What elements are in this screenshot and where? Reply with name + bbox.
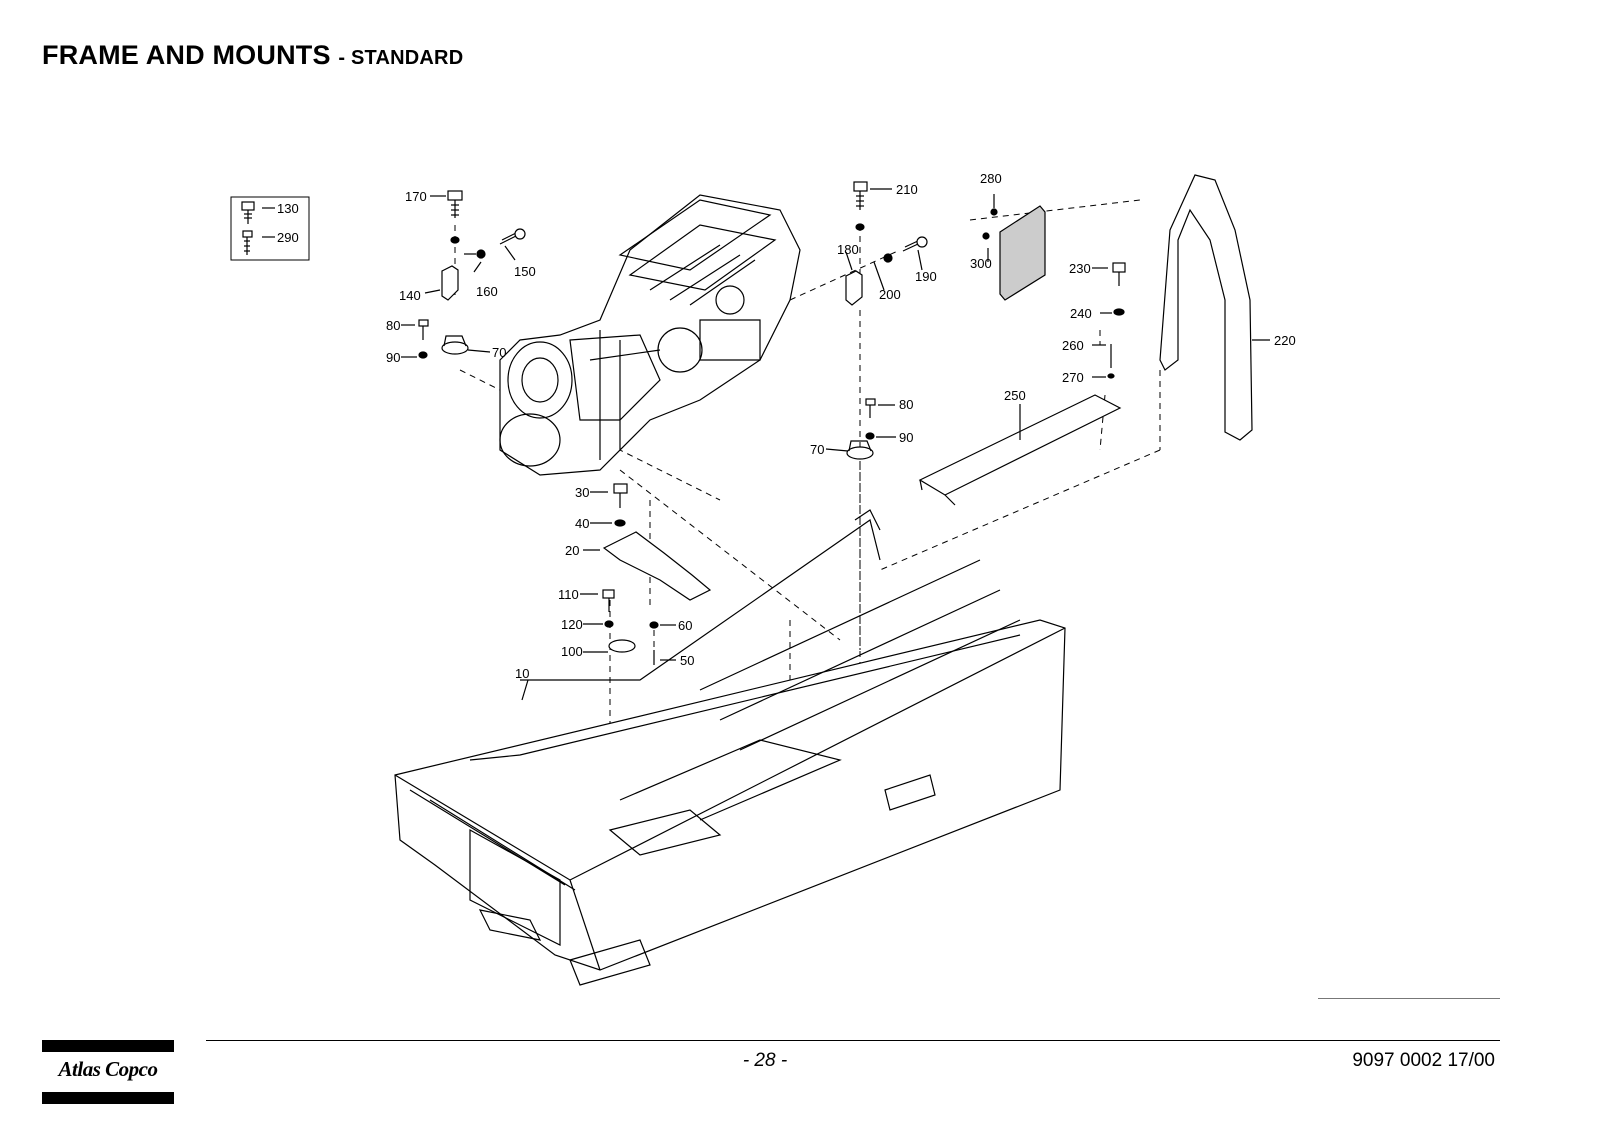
callout-70-right: 70: [810, 442, 824, 457]
callout-80-right: 80: [899, 397, 913, 412]
callout-230: 230: [1069, 261, 1091, 276]
callout-120: 120: [561, 617, 583, 632]
callout-50: 50: [680, 653, 694, 668]
callout-40: 40: [575, 516, 589, 531]
callout-160: 160: [476, 284, 498, 299]
callout-180: 180: [837, 242, 859, 257]
callout-270: 270: [1062, 370, 1084, 385]
callout-300: 300: [970, 256, 992, 271]
title-subtitle: - STANDARD: [338, 47, 464, 69]
support-bracket-parts: [1092, 174, 1270, 441]
atlas-copco-logo: Atlas Copco: [42, 1040, 174, 1104]
base-frame-10: [394, 509, 1066, 986]
callout-240: 240: [1070, 306, 1092, 321]
callout-100: 100: [561, 644, 583, 659]
fastener-legend-box: [230, 196, 310, 261]
callout-90: 90: [386, 350, 400, 365]
callout-110: 110: [558, 587, 579, 602]
callout-150: 150: [514, 264, 536, 279]
callout-70: 70: [492, 345, 506, 360]
left-engine-mount-parts: [401, 190, 526, 359]
callout-10: 10: [515, 666, 529, 681]
callout-210: 210: [896, 182, 918, 197]
logo-bar-bottom: [42, 1092, 174, 1104]
page-number: - 28 -: [742, 1050, 788, 1071]
right-engine-mount-parts: [825, 181, 928, 460]
engine-support-parts: [580, 483, 712, 665]
bolt-icon: [241, 201, 255, 224]
bolt-icon: [242, 230, 253, 255]
revision-rule: [1318, 998, 1500, 999]
logo-wordmark: Atlas Copco: [58, 1057, 158, 1081]
callout-260: 260: [1062, 338, 1084, 353]
title-main: FRAME AND MOUNTS: [42, 40, 331, 70]
callout-170: 170: [405, 189, 427, 204]
callout-140: 140: [399, 288, 421, 303]
logo-bar-top: [42, 1040, 174, 1052]
engine-compressor-unit: [499, 194, 801, 476]
page-title: FRAME AND MOUNTS - STANDARD: [42, 40, 463, 71]
callout-60: 60: [678, 618, 692, 633]
callout-20: 20: [565, 543, 579, 558]
callout-190: 190: [915, 269, 937, 284]
document-number: 9097 0002 17/00: [1352, 1050, 1495, 1071]
callout-90-right: 90: [899, 430, 913, 445]
callout-280: 280: [980, 171, 1002, 186]
callout-250: 250: [1004, 388, 1026, 403]
tray-plate-250: [918, 394, 1122, 506]
callout-220: 220: [1274, 333, 1296, 348]
callout-290: 290: [277, 230, 299, 245]
footer-divider: [206, 1040, 1500, 1041]
callout-80: 80: [386, 318, 400, 333]
callout-200: 200: [879, 287, 901, 302]
cover-plate-parts: [982, 194, 1046, 301]
callout-30: 30: [575, 485, 589, 500]
callout-labels: 130 290 170 150 160 140 80 90 70 210 180…: [277, 171, 1296, 681]
callout-130: 130: [277, 201, 299, 216]
